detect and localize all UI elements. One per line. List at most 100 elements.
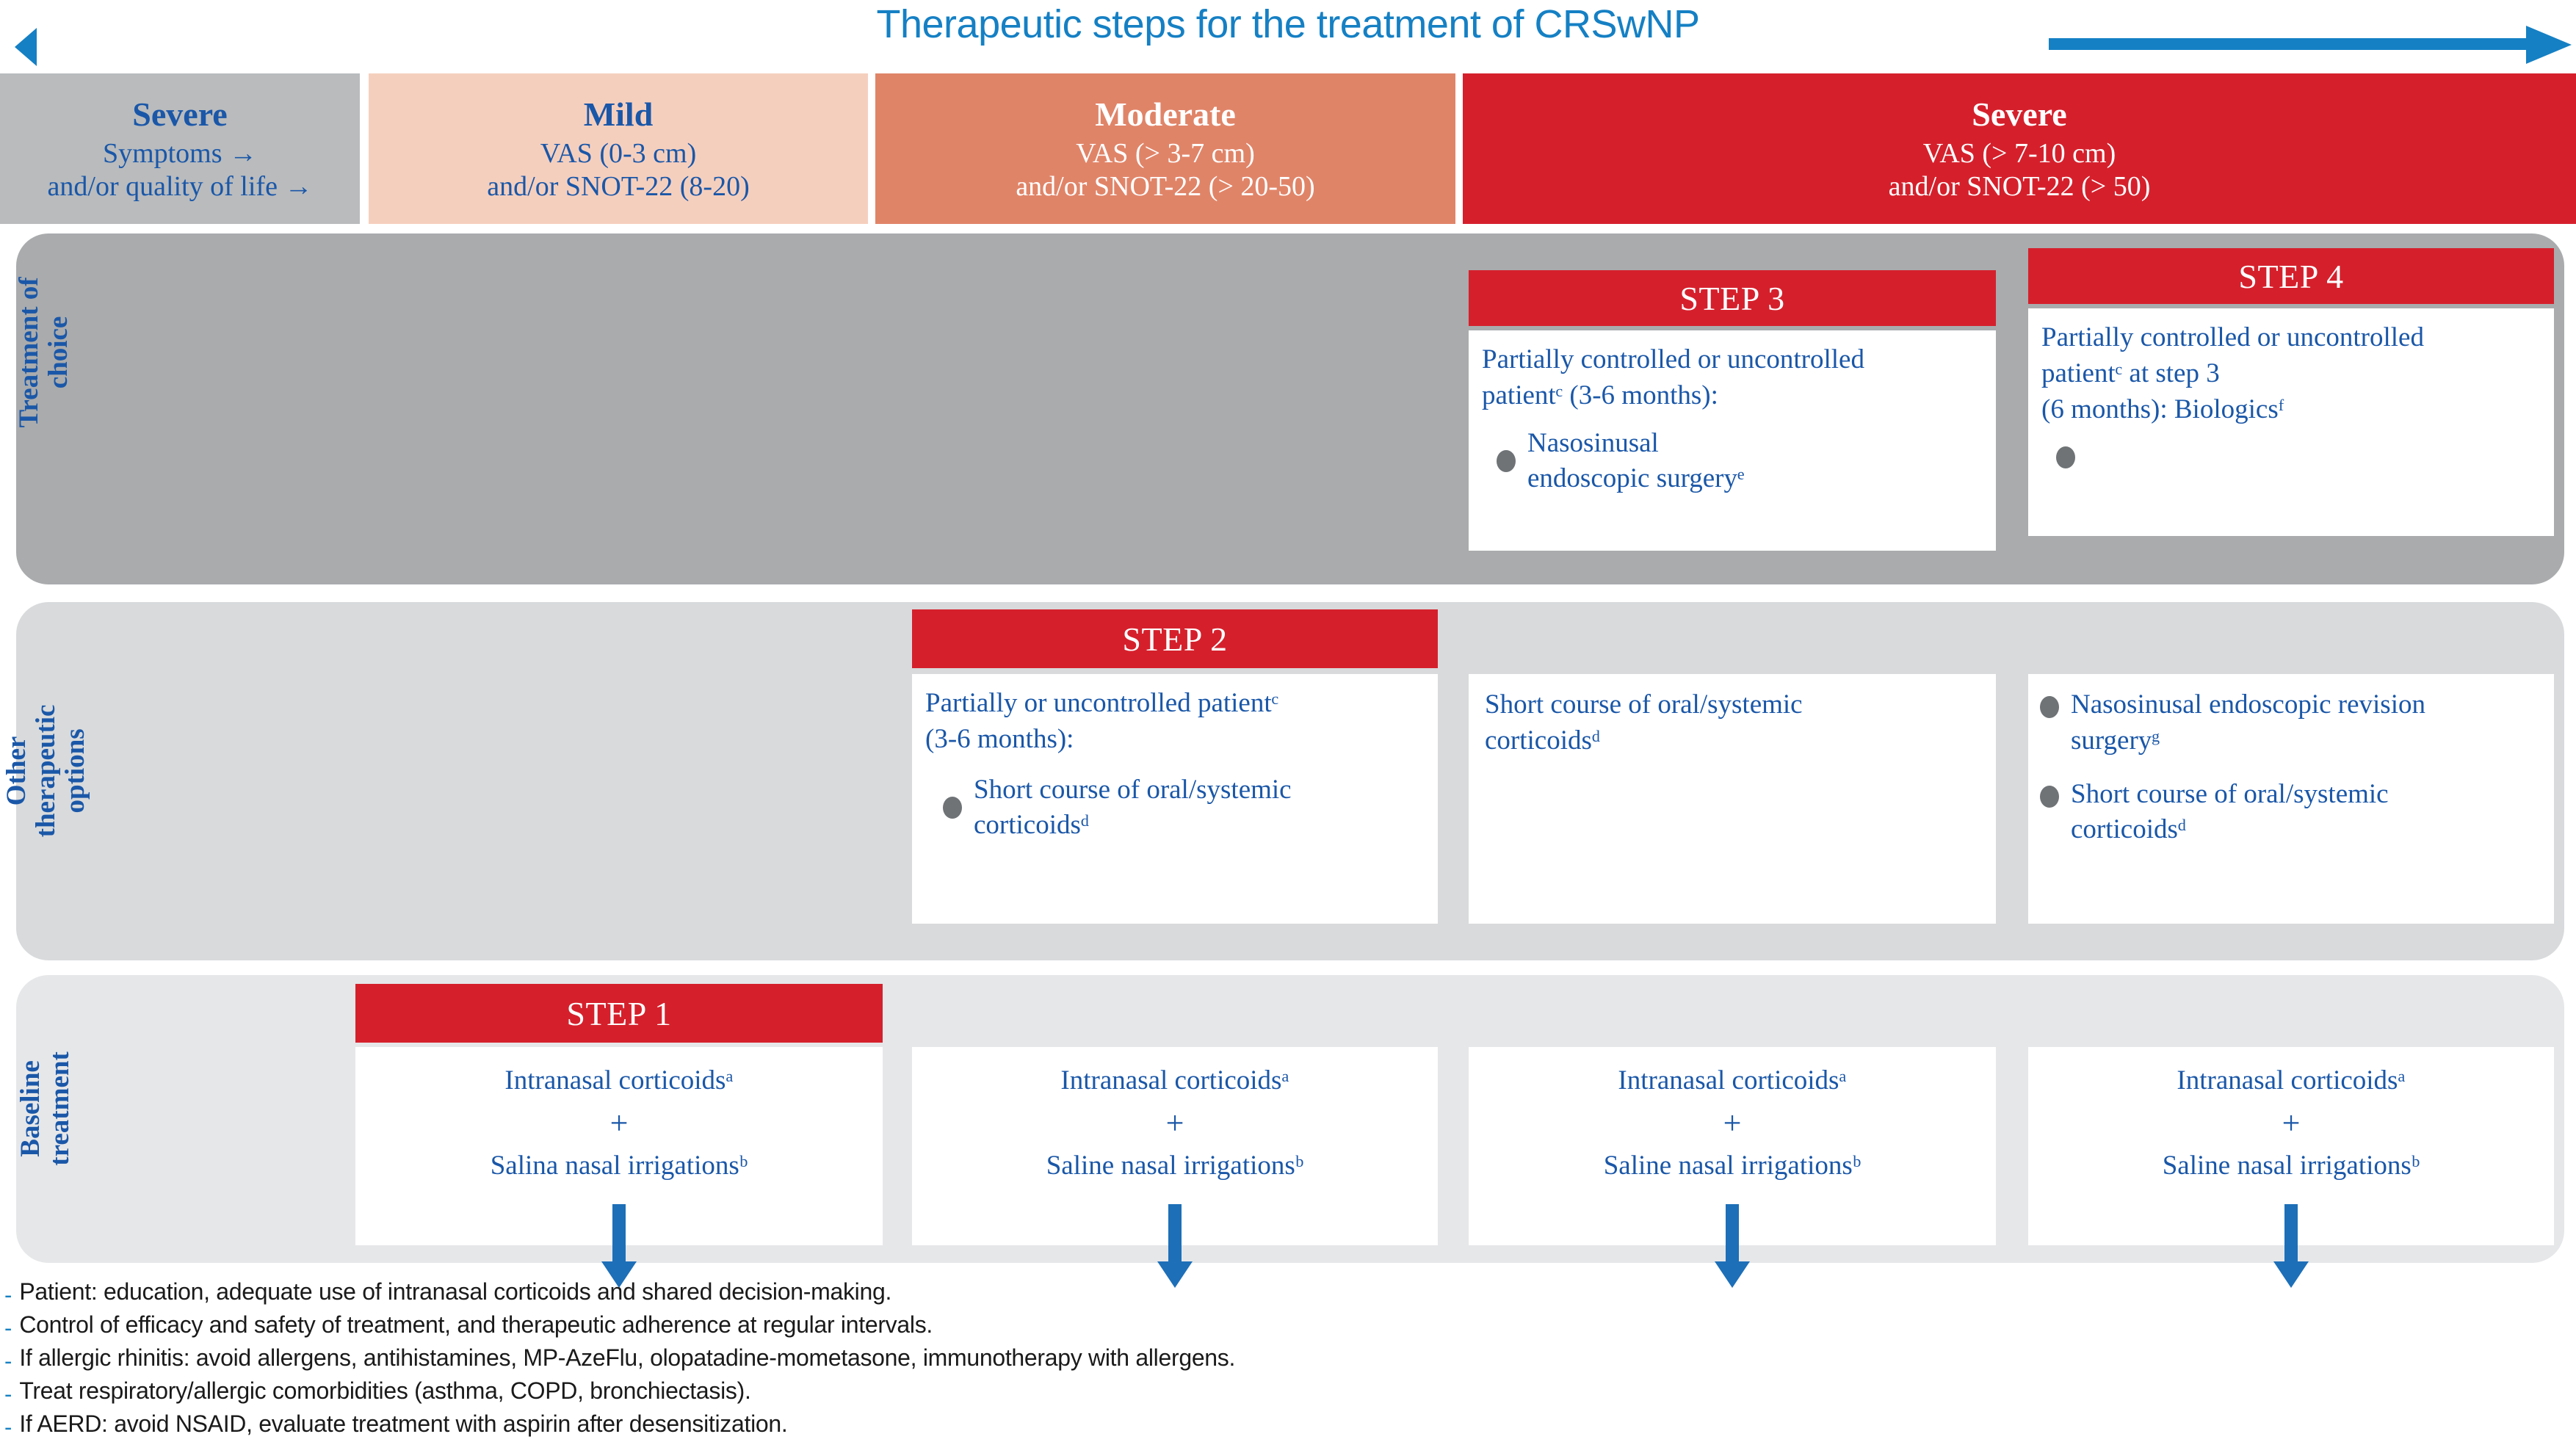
footnote-text: If allergic rhinitis: avoid allergens, a…	[19, 1344, 1236, 1371]
step-4-intro: Partially controlled or uncontrolled pat…	[2028, 308, 2554, 469]
severity-line-1: VAS (> 3-7 cm)	[1076, 137, 1255, 169]
step-2-intro-line-1: Partially or uncontrolled patientᶜ	[925, 688, 1279, 718]
other-options-severe-text: Nasosinusal endoscopic revision surgeryᵍ…	[2028, 674, 2554, 848]
severity-header-mild: Mild VAS (0-3 cm) and/or SNOT-22 (8-20)	[369, 73, 868, 224]
severity-title: Moderate	[1095, 95, 1236, 133]
other-severe-bullet-1: Nasosinusal endoscopic revision surgeryᵍ	[2040, 687, 2542, 759]
severity-line-2: and/or SNOT-22 (> 20-50)	[1016, 170, 1315, 202]
baseline-line-1: Intranasal corticoidsᵃ	[2177, 1065, 2406, 1095]
bullet-dot-icon	[1497, 450, 1516, 473]
right-arrow-icon	[2049, 38, 2533, 50]
right-arrow-head-icon	[2526, 26, 2572, 64]
step-2-bullet-line-1: Short course of oral/systemic	[974, 774, 1292, 805]
footnotes-list: - Patient: education, adequate use of in…	[4, 1279, 2207, 1444]
severity-line-2: and/or SNOT-22 (> 50)	[1888, 170, 2151, 202]
row-label-baseline-treatment: Baseline treatment	[15, 1021, 75, 1197]
plus-icon: +	[609, 1105, 629, 1142]
baseline-line-1: Intranasal corticoidsᵃ	[1060, 1065, 1289, 1095]
footnote-dash-icon: -	[4, 1381, 12, 1407]
severity-line-1: VAS (0-3 cm)	[540, 137, 697, 169]
row-label-line-3: options	[59, 728, 90, 814]
plus-icon: +	[2282, 1105, 2301, 1142]
step-3-intro-line-1: Partially controlled or uncontrolled	[1482, 344, 1864, 374]
down-arrow-icon	[1726, 1204, 1739, 1264]
severity-title: Severe	[132, 95, 228, 133]
baseline-line-2: Saline nasal irrigationsᵇ	[1046, 1151, 1304, 1181]
step-2-content-box: Partially or uncontrolled patientᶜ (3-6 …	[912, 674, 1438, 924]
down-arrow-icon	[2284, 1204, 2298, 1264]
severity-line-2: and/or quality of life →	[47, 170, 313, 202]
footnote-dash-icon: -	[4, 1282, 12, 1308]
footnote-item: - Patient: education, adequate use of in…	[4, 1279, 2207, 1306]
step-3-intro-line-2: patientᶜ (3-6 months):	[1482, 380, 1718, 410]
severity-line-2: and/or SNOT-22 (8-20)	[487, 170, 750, 202]
step-4-intro-line-3: (6 months): Biologicsᶠ	[2041, 394, 2284, 424]
severity-title: Severe	[1972, 95, 2067, 133]
other-options-moderate-box: Short course of oral/systemic corticoids…	[1469, 674, 1996, 924]
other-severe-bullet-2-text: Short course of oral/systemic corticoids…	[2071, 777, 2389, 849]
plus-icon: +	[1165, 1105, 1184, 1142]
step-2-header[interactable]: STEP 2	[912, 609, 1438, 668]
baseline-line-2: Saline nasal irrigationsᵇ	[1603, 1151, 1862, 1181]
bullet-dot-icon	[943, 797, 962, 819]
footnote-text: If AERD: avoid NSAID, evaluate treatment…	[19, 1410, 788, 1437]
step-2-intro: Partially or uncontrolled patientᶜ (3-6 …	[912, 674, 1438, 844]
other-severe-bullet-2: Short course of oral/systemic corticoids…	[2040, 777, 2542, 849]
footnote-item: - If allergic rhinitis: avoid allergens,…	[4, 1345, 2207, 1372]
severity-header-severe: Severe VAS (> 7-10 cm) and/or SNOT-22 (>…	[1463, 73, 2576, 224]
page-title: Therapeutic steps for the treatment of C…	[876, 2, 1701, 46]
step-2-intro-line-2: (3-6 months):	[925, 723, 1074, 754]
footnote-item: - Control of efficacy and safety of trea…	[4, 1312, 2207, 1339]
other-severe-b1-line-2: surgeryᵍ	[2071, 725, 2160, 756]
step-4-header[interactable]: STEP 4	[2028, 248, 2554, 304]
bullet-dot-icon	[2040, 696, 2059, 718]
step-3-header[interactable]: STEP 3	[1469, 270, 1996, 326]
row-label-treatment-of-choice: Treatment of choice	[14, 264, 73, 441]
row-label-other-therapeutic-options: Other therapeutic options	[1, 679, 90, 863]
row-label-line-1: Baseline	[15, 1060, 46, 1157]
step-2-bullet-line-2: corticoidsᵈ	[974, 810, 1090, 841]
severity-header-symptoms: Severe Symptoms → and/or quality of life…	[0, 73, 360, 224]
other-moderate-line-2: corticoidsᵈ	[1485, 725, 1601, 756]
row-label-line-1: Other	[1, 736, 32, 806]
other-options-severe-box: Nasosinusal endoscopic revision surgeryᵍ…	[2028, 674, 2554, 924]
step-3-intro: Partially controlled or uncontrolled pat…	[1469, 330, 1996, 497]
other-options-moderate-text: Short course of oral/systemic corticoids…	[1469, 674, 1996, 759]
footnote-dash-icon: -	[4, 1414, 12, 1440]
row-label-line-1: Treatment of	[14, 277, 45, 428]
severity-line-1: VAS (> 7-10 cm)	[1922, 137, 2116, 169]
severity-header-moderate: Moderate VAS (> 3-7 cm) and/or SNOT-22 (…	[875, 73, 1455, 224]
step-3-bullet-line-2: endoscopic surgeryᵉ	[1527, 463, 1745, 494]
baseline-line-1: Intranasal corticoidsᵃ	[504, 1065, 734, 1095]
plus-icon: +	[1723, 1105, 1742, 1142]
footnote-item: - If AERD: avoid NSAID, evaluate treatme…	[4, 1411, 2207, 1438]
down-arrow-head-icon	[601, 1261, 637, 1288]
step-3-bullet-text: Nasosinusal endoscopic surgeryᵉ	[1527, 426, 1744, 498]
step-3-bullet-line-1: Nasosinusal	[1527, 427, 1659, 458]
left-arrow-icon	[15, 28, 37, 66]
bullet-dot-icon	[2040, 785, 2059, 808]
severity-line-1: Symptoms →	[102, 137, 258, 169]
footnote-text: Patient: education, adequate use of intr…	[19, 1278, 892, 1305]
bullet-dot-icon	[2056, 446, 2075, 469]
other-severe-b2-line-1: Short course of oral/systemic	[2071, 778, 2389, 809]
footnote-dash-icon: -	[4, 1348, 12, 1374]
down-arrow-icon	[1168, 1204, 1182, 1264]
row-label-line-2: treatment	[45, 1051, 75, 1166]
step-1-header[interactable]: STEP 1	[355, 984, 883, 1043]
step-3-content-box: Partially controlled or uncontrolled pat…	[1469, 330, 1996, 551]
step-4-intro-line-1: Partially controlled or uncontrolled	[2041, 322, 2424, 352]
row-label-line-2: choice	[43, 316, 73, 389]
step-4-content-box: Partially controlled or uncontrolled pat…	[2028, 308, 2554, 536]
down-arrow-icon	[612, 1204, 626, 1264]
footnote-item: - Treat respiratory/allergic comorbiditi…	[4, 1378, 2207, 1405]
down-arrow-head-icon	[1715, 1261, 1750, 1288]
down-arrow-head-icon	[2273, 1261, 2309, 1288]
footnote-dash-icon: -	[4, 1315, 12, 1341]
step-2-bullet-item: Short course of oral/systemic corticoids…	[925, 772, 1425, 844]
title-bar: Therapeutic steps for the treatment of C…	[0, 0, 2576, 66]
step-2-bullet-text: Short course of oral/systemic corticoids…	[974, 772, 1292, 844]
step-4-bullet-item	[2041, 446, 2541, 469]
baseline-line-2: Saline nasal irrigationsᵇ	[2162, 1151, 2420, 1181]
other-severe-b2-line-2: corticoidsᵈ	[2071, 814, 2187, 845]
